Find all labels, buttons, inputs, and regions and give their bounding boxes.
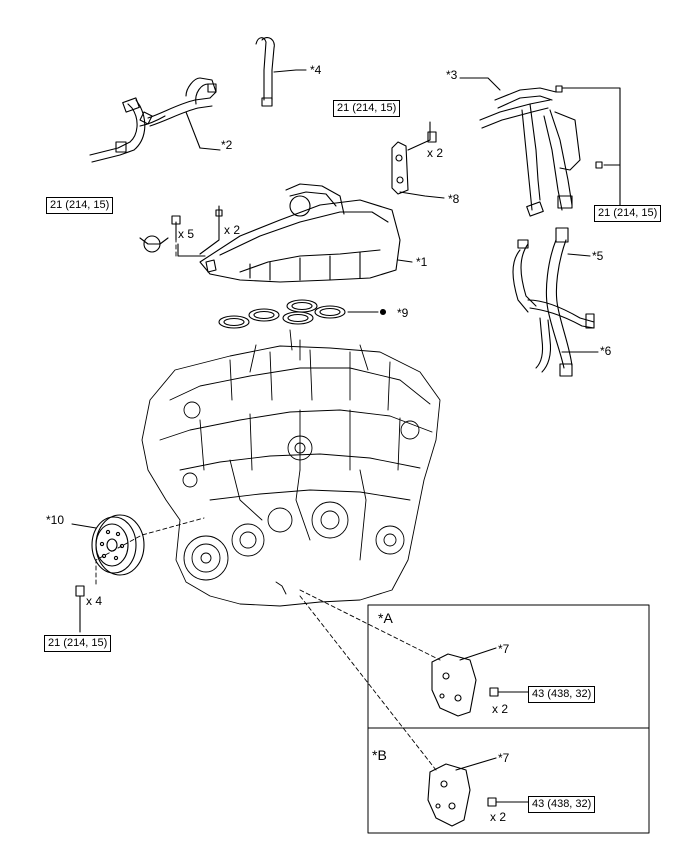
torque-spec-section-a: 43 (438, 32) [528,686,596,703]
pipe-3-drawing [459,77,621,217]
pulley-10-drawing [71,514,145,633]
callout-part-10: *10 [46,513,65,527]
qty-section-b-bolts: x 2 [490,810,507,824]
torque-spec-section-b: 43 (438, 32) [528,796,596,813]
qty-manifold-nuts: x 2 [224,223,241,237]
callout-part-2: *2 [221,138,233,152]
torque-spec-bracket-8: 21 (214, 15) [333,100,401,117]
torque-spec-pulley: 21 (214, 15) [44,635,112,652]
callout-part-8: *8 [448,192,460,206]
torque-spec-pipe-3: 21 (214, 15) [594,205,662,222]
callout-part-3: *3 [446,68,458,82]
engine-drawing [141,329,441,607]
callout-part-6: *6 [600,344,612,358]
qty-pulley-bolts: x 4 [86,594,103,608]
callout-part-9: *9 [397,306,409,320]
callout-part-5: *5 [592,249,604,263]
bracket-8-drawing [391,121,445,199]
bracket-7a-drawing [431,647,529,717]
hose-2-drawing [89,77,221,163]
callout-part-7b: *7 [498,751,510,765]
callout-part-1: *1 [416,255,428,269]
callout-part-4: *4 [310,63,322,77]
torque-spec-manifold: 21 (214, 15) [46,197,114,214]
qty-section-a-bolts: x 2 [492,702,509,716]
bracket-7b-drawing [427,757,529,827]
qty-manifold-bolts: x 5 [178,227,195,241]
qty-bracket-8-bolts: x 2 [427,146,444,160]
hose-4-drawing [255,37,307,107]
section-a-label: *A [378,610,393,626]
section-b-label: *B [372,747,387,763]
callout-part-7a: *7 [498,642,510,656]
gasket-9-drawing [218,299,379,329]
hoses-5-6-drawing [512,227,599,377]
